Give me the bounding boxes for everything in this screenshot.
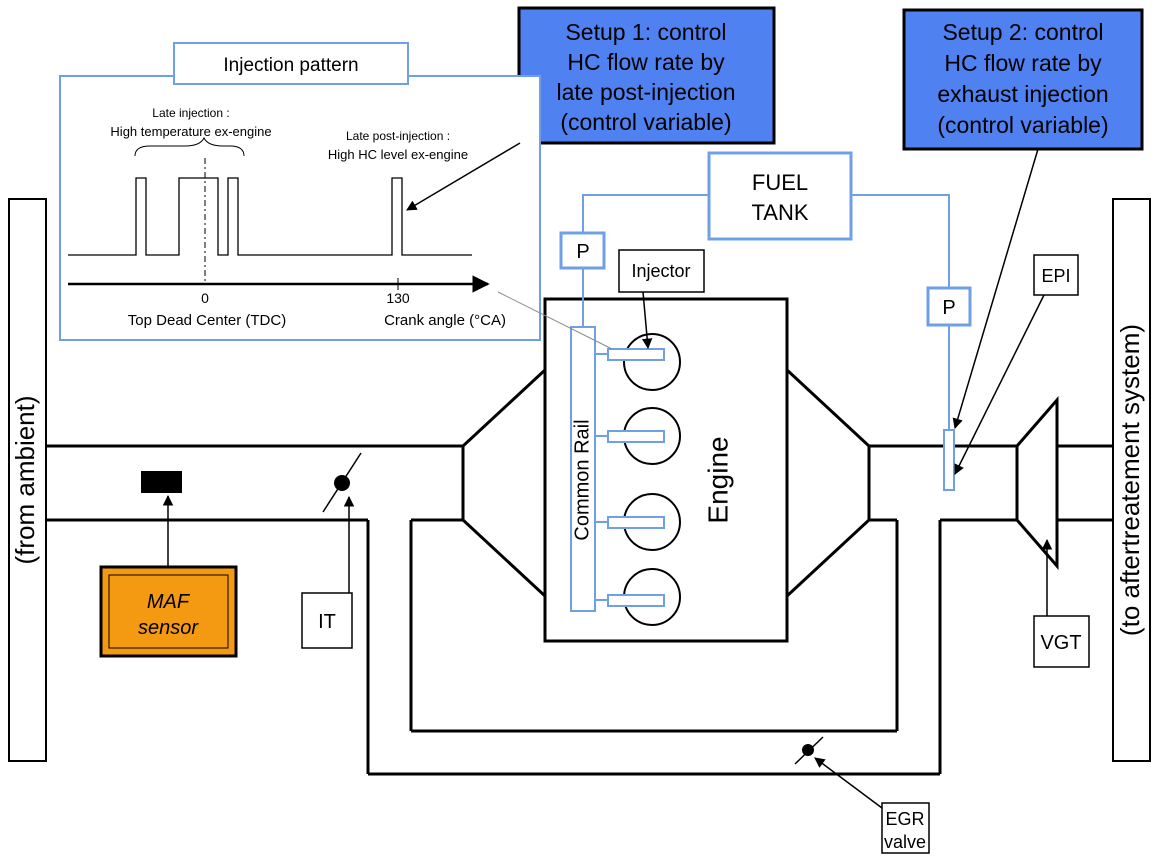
egr-callout: EGR valve bbox=[881, 802, 930, 854]
setup1-line1: Setup 1: control bbox=[565, 19, 726, 45]
late-post-label: Late post-injection : bbox=[346, 129, 450, 143]
cylinder-1 bbox=[623, 333, 681, 391]
late-injection-desc: High temperature ex-engine bbox=[110, 124, 271, 139]
fuel-tank-line1: FUEL bbox=[752, 170, 808, 195]
setup1-line2: HC flow rate by bbox=[567, 49, 725, 75]
fuel-tank-line2: TANK bbox=[751, 200, 808, 225]
setup2-line1: Setup 2: control bbox=[942, 19, 1103, 45]
late-injection-brace bbox=[134, 136, 245, 157]
setup2-line3: exhaust injection bbox=[937, 81, 1108, 107]
pump-left-label: P bbox=[576, 241, 589, 263]
ambient-label: (from ambient) bbox=[10, 395, 40, 564]
tick-130: 130 bbox=[386, 290, 410, 306]
vgt-label: VGT bbox=[1040, 632, 1081, 654]
egr-line1: EGR bbox=[885, 809, 924, 829]
injector-4 bbox=[607, 594, 665, 607]
epi-injector bbox=[943, 429, 955, 491]
it-callout: IT bbox=[301, 592, 353, 649]
injection-pattern-title: Injection pattern bbox=[223, 55, 358, 76]
maf-line1: MAF bbox=[147, 591, 191, 613]
setup2-line4: (control variable) bbox=[937, 112, 1108, 138]
maf-line2: sensor bbox=[138, 617, 199, 639]
epi-callout: EPI bbox=[954, 254, 1079, 475]
injectors bbox=[595, 348, 665, 607]
aftertreatment-label: (to aftertreatement system) bbox=[1115, 324, 1145, 636]
pipes bbox=[46, 368, 1113, 776]
pump-right: P bbox=[926, 286, 972, 327]
intake-throttle bbox=[322, 452, 362, 513]
fuel-lines bbox=[582, 194, 950, 430]
crank-label: Crank angle (°CA) bbox=[384, 312, 506, 329]
setup1-arrow bbox=[406, 142, 521, 211]
aftertreatment-bar: (to aftertreatement system) bbox=[1112, 198, 1151, 762]
tdc-label: Top Dead Center (TDC) bbox=[128, 312, 286, 329]
setup1-box: Setup 1: control HC flow rate by late po… bbox=[517, 6, 776, 145]
pump-left: P bbox=[559, 231, 606, 270]
late-post-desc: High HC level ex-engine bbox=[328, 147, 468, 162]
setup2-box: Setup 2: control HC flow rate by exhaust… bbox=[902, 8, 1144, 151]
maf-probe bbox=[141, 471, 182, 493]
fuel-tank: FUEL TANK bbox=[707, 151, 853, 241]
epi-label: EPI bbox=[1041, 266, 1070, 286]
injector-3 bbox=[607, 516, 665, 529]
panel-leader bbox=[497, 291, 613, 350]
pump-right-label: P bbox=[942, 297, 955, 319]
late-injection-label: Late injection : bbox=[152, 106, 229, 120]
injection-pattern-title-box bbox=[173, 42, 409, 85]
turbine-shape bbox=[1015, 395, 1059, 571]
engine-label: Engine bbox=[702, 436, 733, 523]
ambient-bar: (from ambient) bbox=[8, 198, 47, 762]
it-label: IT bbox=[318, 611, 336, 633]
common-rail bbox=[570, 326, 596, 612]
injector-1 bbox=[607, 348, 665, 361]
vgt-callout: VGT bbox=[1033, 615, 1090, 668]
egr-line2: valve bbox=[884, 832, 926, 852]
tick-zero: 0 bbox=[201, 290, 209, 306]
setup2-line2: HC flow rate by bbox=[944, 50, 1102, 76]
setup1-line4: (control variable) bbox=[560, 109, 731, 135]
injector-callout: Injector bbox=[618, 249, 705, 350]
injector-2 bbox=[607, 430, 665, 443]
common-rail-label: Common Rail bbox=[571, 419, 593, 540]
maf-sensor: MAF sensor bbox=[99, 565, 238, 658]
injection-pulses bbox=[68, 177, 472, 256]
injector-label: Injector bbox=[631, 261, 690, 281]
setup1-line3: late post-injection bbox=[557, 79, 736, 105]
setup2-arrow bbox=[952, 148, 1039, 430]
egr-valve bbox=[794, 736, 824, 765]
injection-pattern-panel: Injection pattern Late injection : High … bbox=[59, 42, 541, 341]
